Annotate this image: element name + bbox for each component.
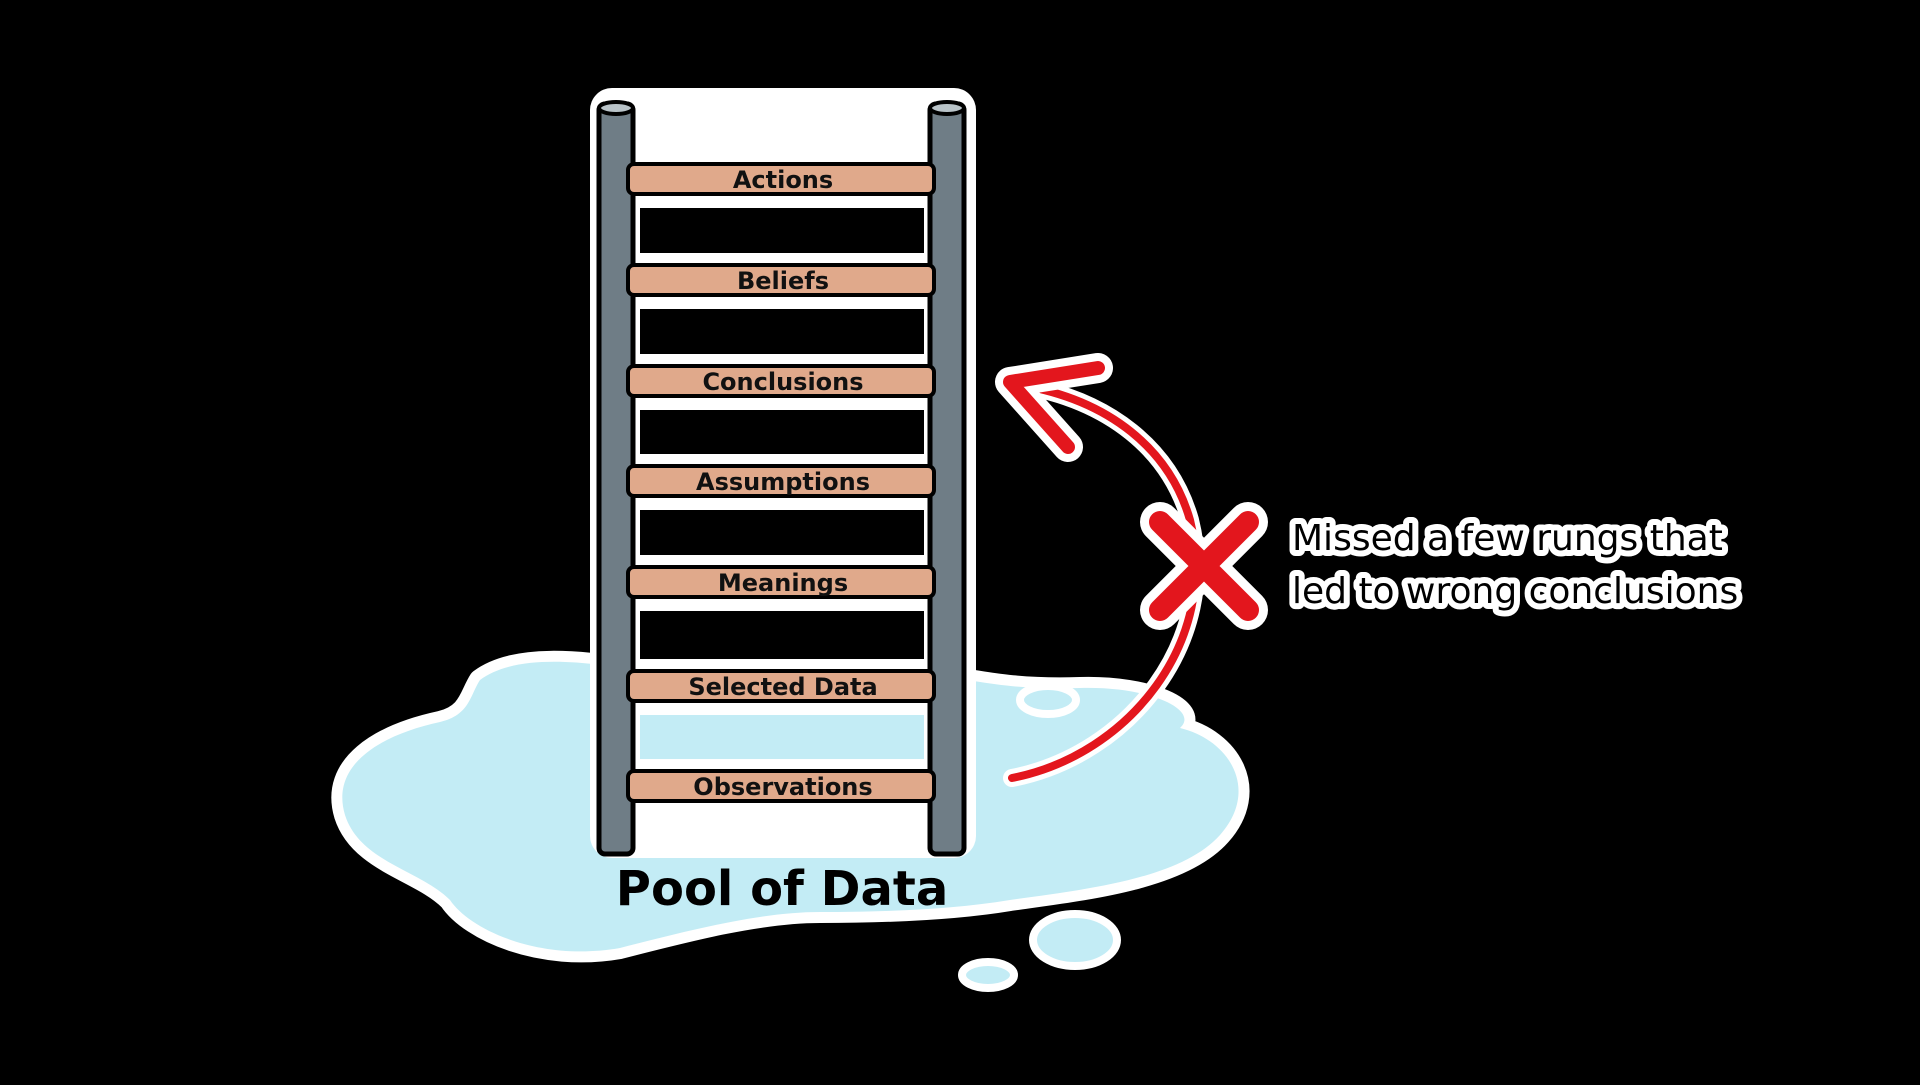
rung-label: Beliefs (737, 267, 829, 295)
rung-bar (626, 769, 936, 803)
rung-gaps (640, 208, 924, 759)
rung-bar (626, 464, 936, 498)
annotation-line-2: led to wrong conclusions (1292, 571, 1738, 612)
left-rail-top (597, 100, 635, 116)
rung-label: Actions (733, 166, 833, 194)
rung-gap (640, 208, 924, 253)
ladder-rungs: ActionsBeliefsConclusionsAssumptionsMean… (626, 162, 936, 803)
rung-bar (626, 565, 936, 599)
skip-arrow-head (1003, 361, 1105, 454)
rung-gap (640, 715, 924, 759)
rung-bar (626, 669, 936, 703)
ladder-rung: Conclusions (626, 364, 936, 398)
rung-label: Observations (693, 773, 872, 801)
rung-label: Conclusions (702, 368, 863, 396)
annotation-line-1: Missed a few rungs that (1292, 518, 1723, 559)
ladder-rung: Actions (626, 162, 936, 196)
rung-label: Assumptions (696, 468, 870, 496)
ladder-rung: Selected Data (626, 669, 936, 703)
rung-label: Meanings (718, 569, 848, 597)
ladder-rung: Meanings (626, 565, 936, 599)
annotation: Missed a few rungs that led to wrong con… (1286, 512, 1744, 618)
rung-bar (626, 263, 936, 297)
pool-droplet (958, 958, 1018, 992)
rung-gap (640, 510, 924, 555)
cross-icon (1140, 502, 1268, 630)
rung-bar (626, 162, 936, 196)
ladder-rung: Beliefs (626, 263, 936, 297)
pool-label: Pool of Data (616, 861, 948, 917)
ladder-rung: Observations (626, 769, 936, 803)
rung-gap (640, 410, 924, 454)
pool-droplet (1029, 910, 1121, 970)
rung-gap (640, 611, 924, 659)
pool-droplet (1016, 682, 1080, 718)
ladder: ActionsBeliefsConclusionsAssumptionsMean… (590, 88, 976, 858)
ladder-rung: Assumptions (626, 464, 936, 498)
rung-gap (640, 309, 924, 354)
rung-label: Selected Data (688, 673, 877, 701)
rung-bar (626, 364, 936, 398)
right-rail-top (928, 100, 966, 116)
